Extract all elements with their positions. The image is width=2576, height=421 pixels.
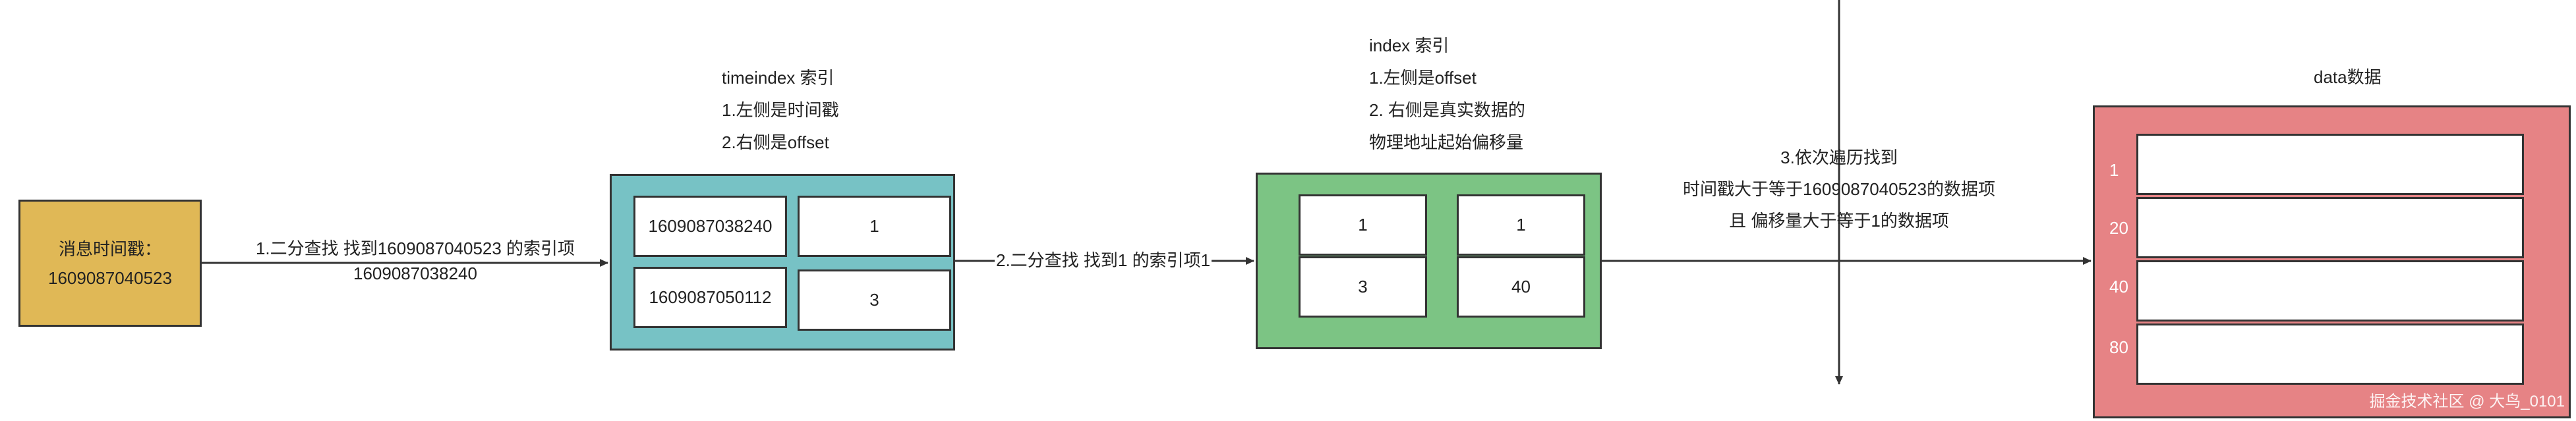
watermark: 掘金技术社区 @ 大鸟_0101 [2369,393,2565,410]
timeindex-row1-offset: 1 [798,196,951,257]
data-offset-1: 1 [2109,160,2119,180]
data-row-3 [2136,260,2524,322]
index-row1-offset: 1 [1299,194,1427,256]
index-row2-position: 40 [1457,256,1585,318]
index-caption-line1: 1.左侧是offset [1369,68,1477,88]
step3-label-line2: 时间戳大于等于1609087040523的数据项 [1683,179,1995,199]
index-row2-offset: 3 [1299,256,1427,318]
timeindex-row1-timestamp: 1609087038240 [633,196,787,257]
index-row1-position: 1 [1457,194,1585,256]
data-row-2 [2136,197,2524,258]
step3-label: 3.依次遍历找到 时间戳大于等于1609087040523的数据项 且 偏移量大… [1648,142,2030,237]
step1-label-line1: 1.二分查找 找到1609087040523 的索引项 [255,239,575,258]
timeindex-block: 1609087038240 1 1609087050112 3 [610,174,955,351]
timeindex-caption: timeindex 索引 1.左侧是时间戳 2.右侧是offset [722,65,839,155]
data-offset-4: 80 [2109,337,2128,357]
step1-label: 1.二分查找 找到1609087040523 的索引项 160908703824… [237,236,593,286]
data-block: 1 20 40 80 掘金技术社区 @ 大鸟_0101 [2093,105,2571,418]
data-row-4 [2136,323,2524,385]
data-offset-2: 20 [2109,218,2128,238]
step1-label-line2: 1609087038240 [353,264,477,283]
step3-label-line1: 3.依次遍历找到 [1780,148,1898,167]
step3-label-line3: 且 偏移量大于等于1的数据项 [1729,211,1949,231]
index-caption-title: index 索引 [1369,36,1449,55]
message-timestamp-box: 消息时间戳： 1609087040523 [18,200,202,327]
index-block: 1 1 3 40 [1256,173,1602,349]
timeindex-caption-title: timeindex 索引 [722,68,834,88]
timeindex-row2-offset: 3 [798,269,951,331]
index-caption-line3: 物理地址起始偏移量 [1369,132,1524,152]
data-offset-3: 40 [2109,277,2128,296]
index-caption-line2: 2. 右侧是真实数据的 [1369,100,1525,120]
data-caption: data数据 [2314,67,2382,87]
timeindex-row2-timestamp: 1609087050112 [633,267,787,328]
timeindex-caption-line1: 1.左侧是时间戳 [722,100,839,120]
data-row-1 [2136,134,2524,195]
message-timestamp-title: 消息时间戳： [58,239,161,259]
timeindex-caption-line2: 2.右侧是offset [722,132,829,152]
index-caption: index 索引 1.左侧是offset 2. 右侧是真实数据的 物理地址起始偏… [1369,33,1525,155]
step2-label: 2.二分查找 找到1 的索引项1 [995,248,1212,273]
message-timestamp-value: 1609087040523 [48,267,172,288]
